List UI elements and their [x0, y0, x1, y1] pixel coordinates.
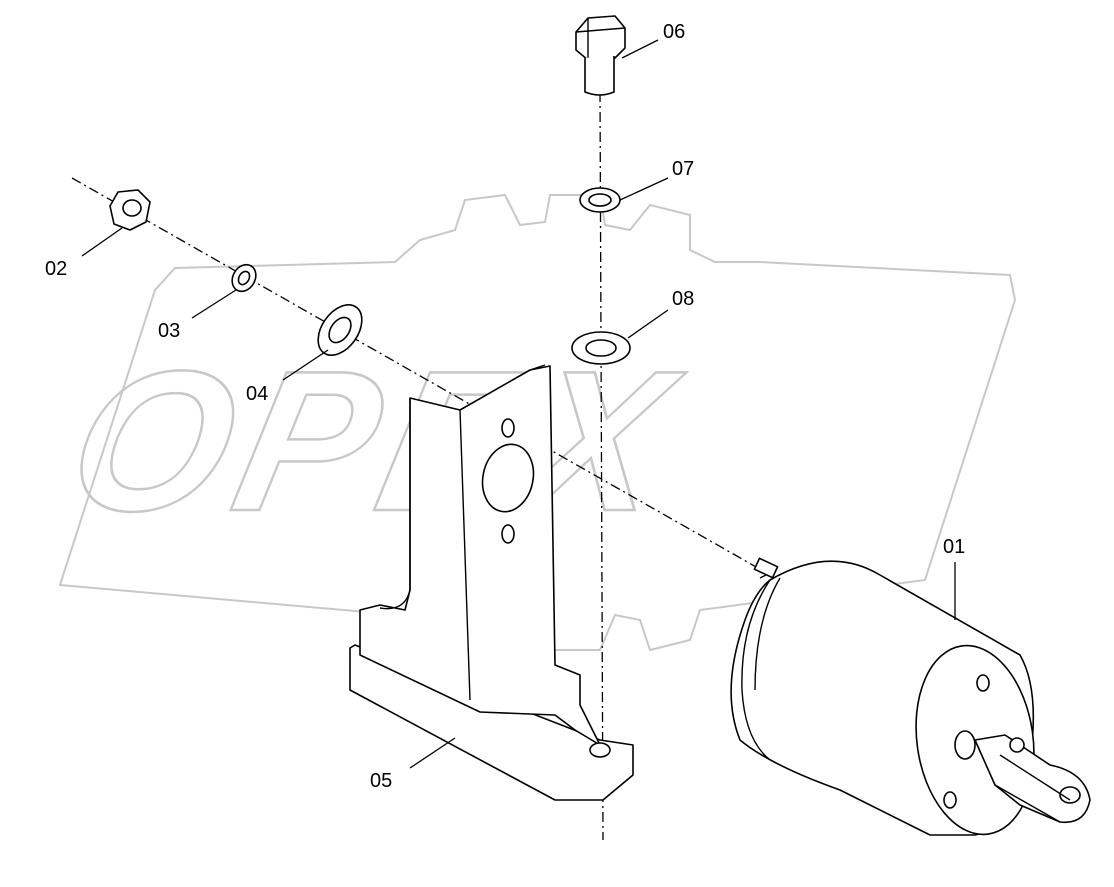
- callout-08: 08: [672, 288, 694, 310]
- bracket-large-hole: [481, 443, 535, 513]
- callout-06: 06: [663, 21, 685, 43]
- bolt-shank-icon: [584, 56, 615, 96]
- bracket-05: [349, 364, 634, 801]
- brake-chamber-01: [730, 557, 1091, 836]
- chamber-stud: [753, 557, 779, 579]
- axis-lines: [71, 91, 766, 841]
- callout-02: 02: [45, 258, 67, 280]
- bracket-upright-icon: [359, 365, 601, 746]
- bracket-hole-lower: [501, 524, 515, 544]
- bracket-hole-upper: [501, 418, 515, 438]
- leader-lines: [81, 39, 956, 769]
- bracket-base-hole: [589, 742, 611, 758]
- watermark-text: OPEX: [53, 329, 696, 552]
- washer-03: [231, 263, 257, 293]
- washer-07: [579, 187, 621, 213]
- callout-03: 03: [158, 320, 180, 342]
- callout-labels: 06 07 08 02 03 04 05 01: [45, 21, 965, 792]
- bolt-head-icon: [575, 15, 626, 61]
- callout-04: 04: [246, 383, 268, 405]
- watermark: OPEX: [51, 193, 1017, 652]
- axis-vertical: [599, 91, 604, 841]
- axis-diagonal: [71, 177, 766, 573]
- washer-08: [571, 331, 631, 365]
- callout-01: 01: [943, 536, 965, 558]
- callout-05: 05: [370, 770, 392, 792]
- bolt-06: [575, 15, 626, 96]
- callout-07: 07: [672, 158, 694, 180]
- nut-02: [109, 189, 151, 231]
